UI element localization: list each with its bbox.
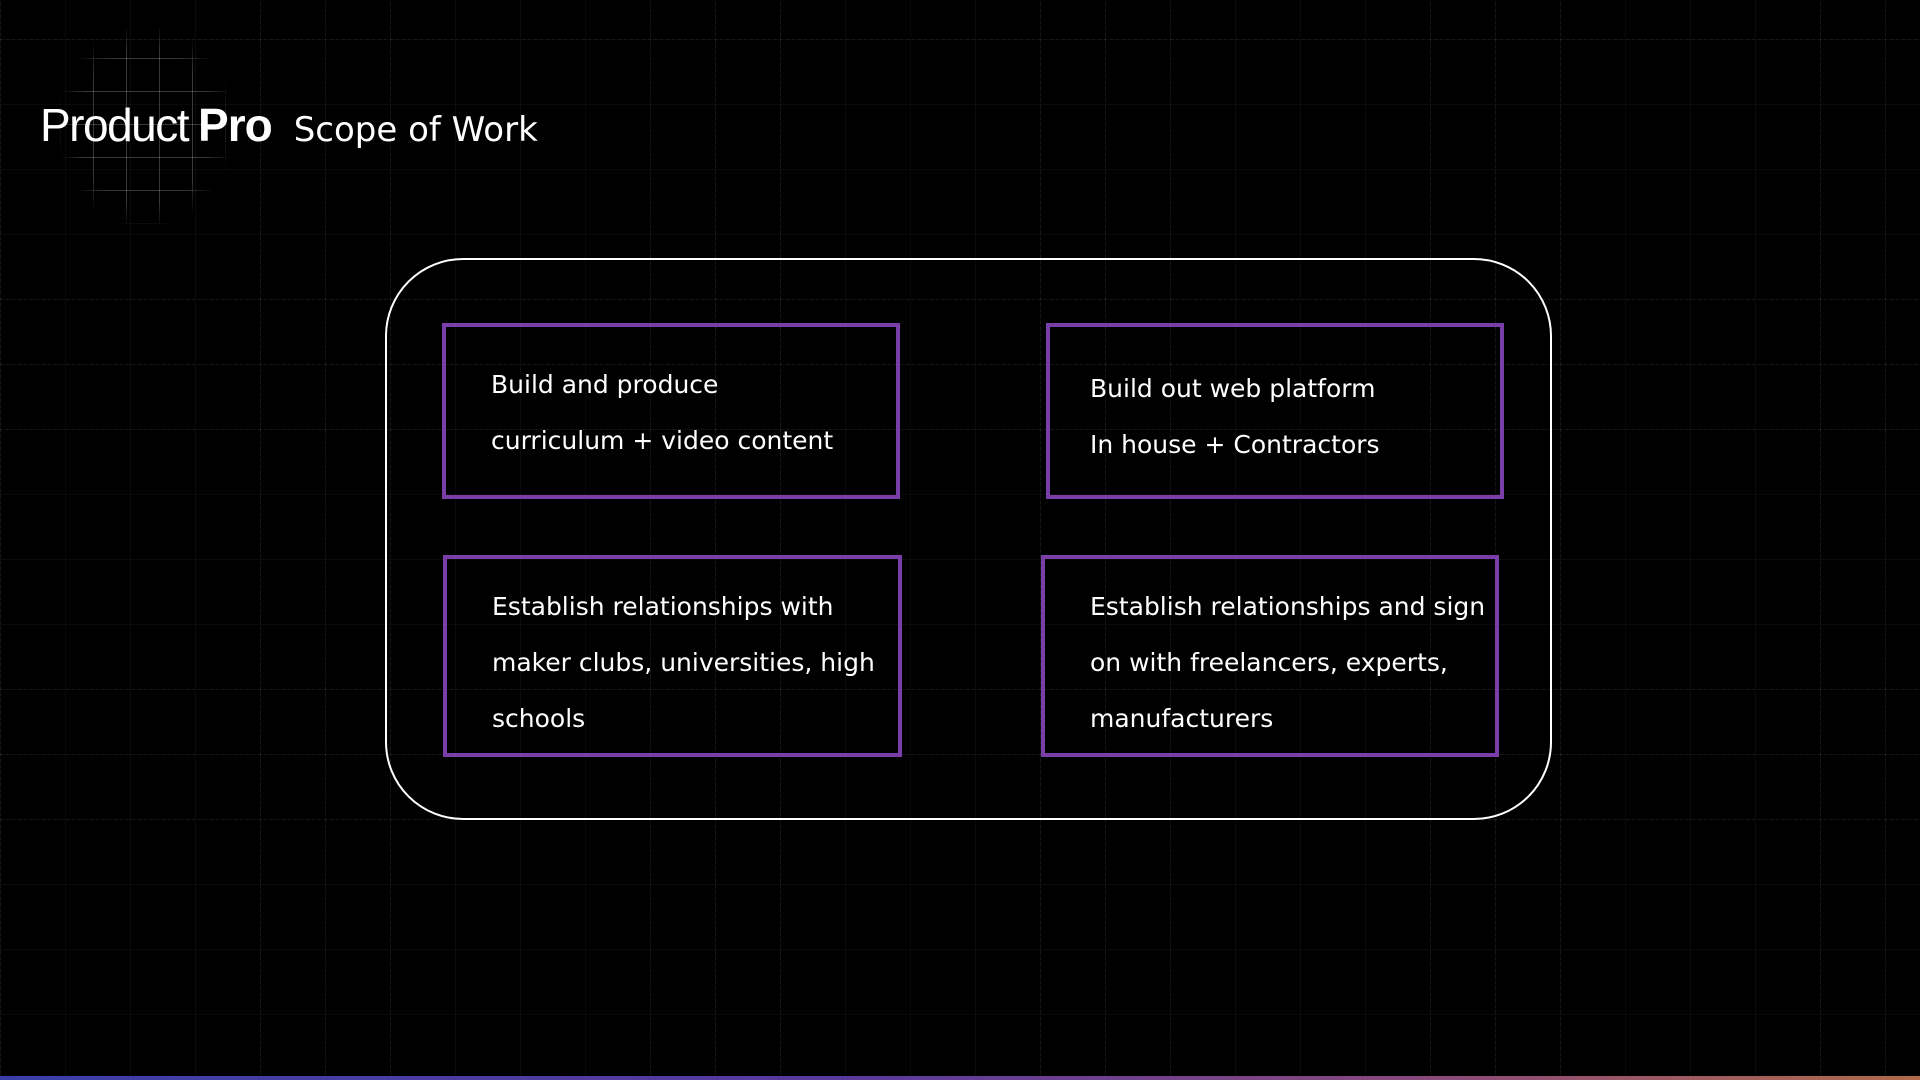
scope-panel (385, 258, 1552, 820)
card-line: Establish relationships with (492, 592, 834, 621)
brand-name-product: Product (40, 99, 190, 151)
scope-card-relationships-freelancers: Establish relationships and sign on with… (1041, 555, 1499, 757)
card-line: In house + Contractors (1090, 430, 1380, 459)
brand-name-pro: Pro (198, 99, 273, 151)
card-line: Build out web platform (1090, 374, 1376, 403)
logo-grid-decoration (60, 28, 230, 224)
scope-card-relationships-schools: Establish relationships with maker clubs… (443, 555, 902, 757)
card-line: Build and produce (491, 370, 719, 399)
card-line: maker clubs, universities, high (492, 648, 875, 677)
card-line: schools (492, 704, 586, 733)
bottom-accent-bar (0, 1076, 1920, 1080)
card-line: Establish relationships and sign (1090, 592, 1486, 621)
card-line: curriculum + video content (491, 426, 834, 455)
page-title: Scope of Work (293, 110, 538, 150)
card-line: manufacturers (1090, 704, 1274, 733)
slide-header: Product Pro Scope of Work (40, 98, 538, 152)
card-line: on with freelancers, experts, (1090, 648, 1448, 677)
scope-card-web-platform: Build out web platform In house + Contra… (1046, 323, 1504, 499)
scope-card-curriculum: Build and produce curriculum + video con… (442, 323, 900, 499)
